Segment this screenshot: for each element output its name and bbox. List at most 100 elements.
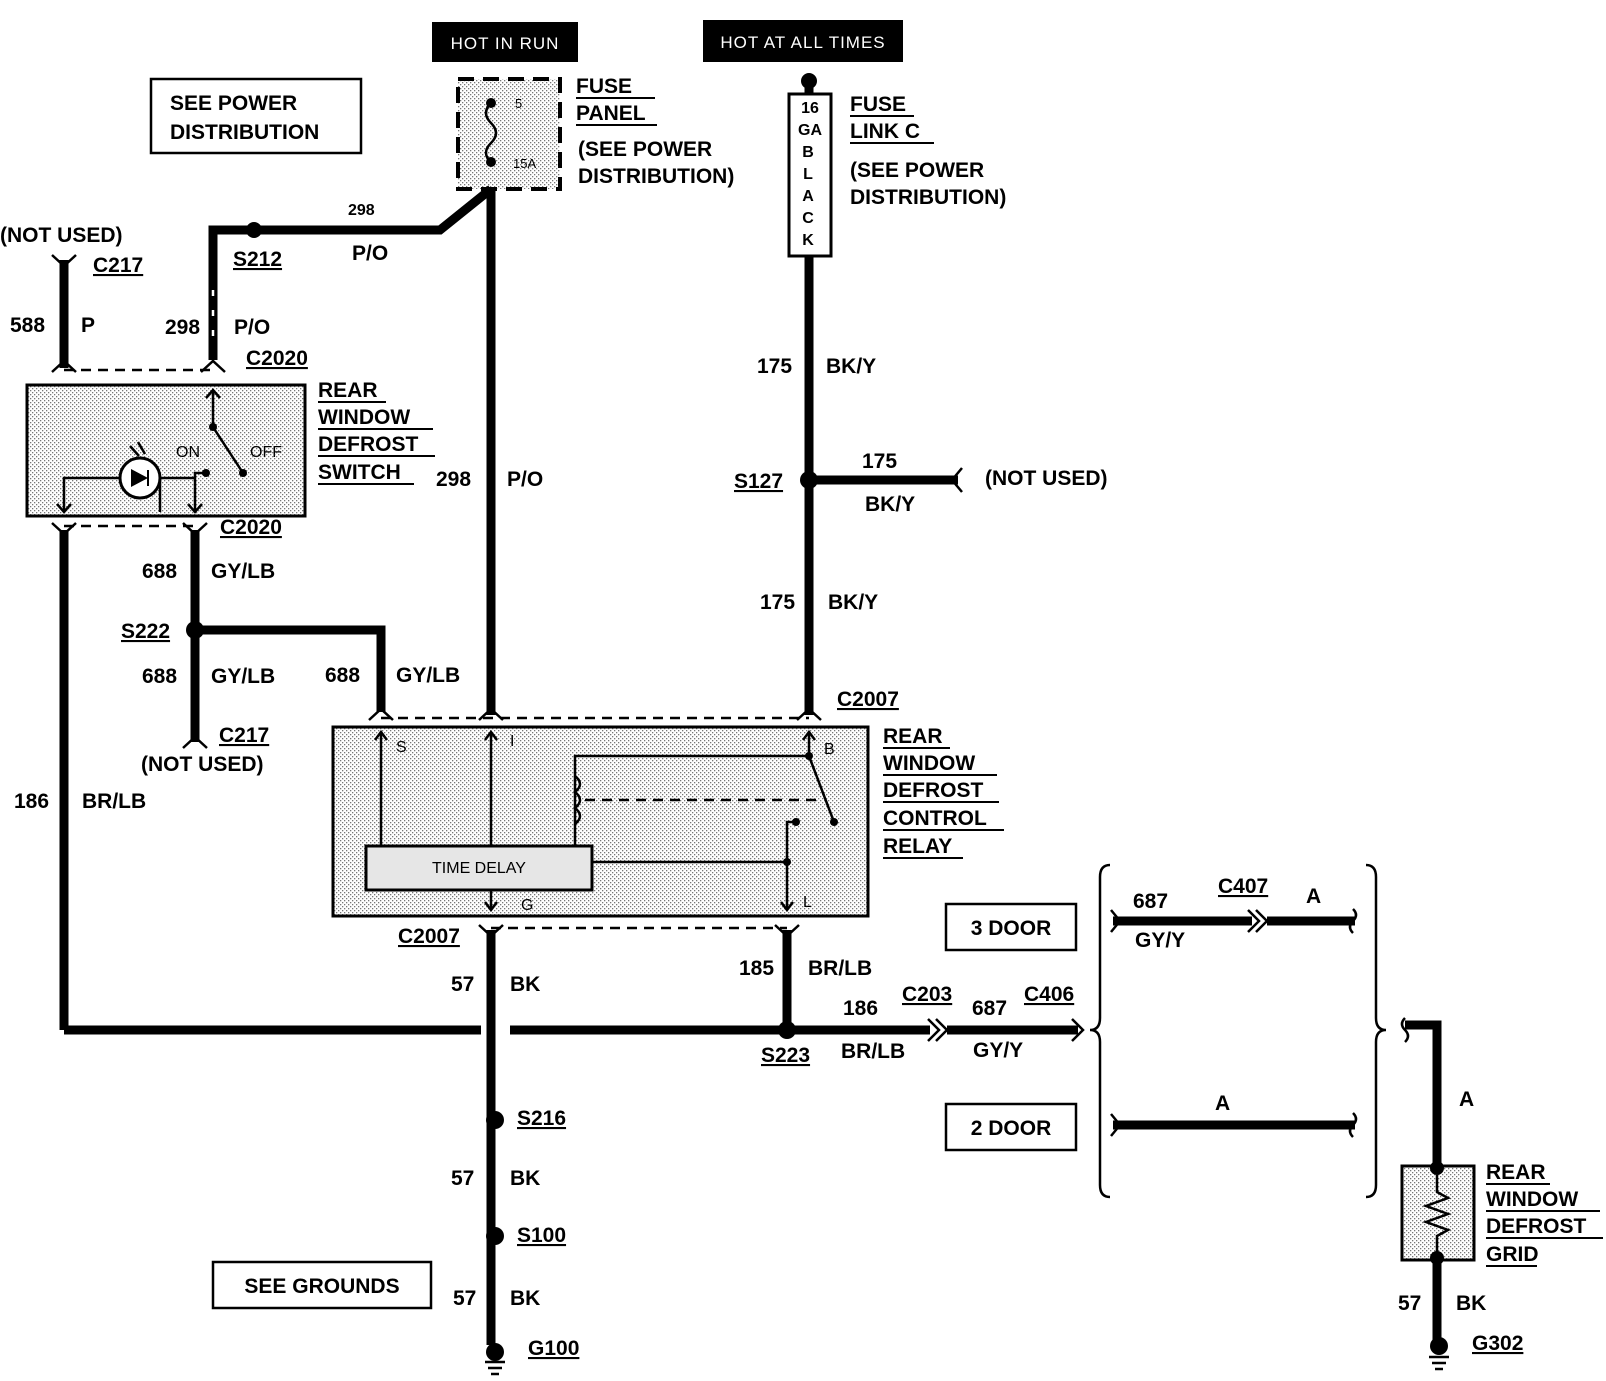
label-po-switch: P/O xyxy=(234,316,270,339)
label-p: P xyxy=(81,314,95,337)
svg-text:DEFROST: DEFROST xyxy=(318,433,419,456)
svg-text:HOT AT ALL TIMES: HOT AT ALL TIMES xyxy=(720,33,885,52)
svg-text:FUSE: FUSE xyxy=(850,93,906,116)
svg-text:SEE GROUNDS: SEE GROUNDS xyxy=(244,1275,399,1298)
wire-57-grid xyxy=(1429,1260,1449,1371)
fuse-panel: 5 15A FUSE PANEL (SEE POWER DISTRIBUTION… xyxy=(456,75,734,191)
svg-text:3 DOOR: 3 DOOR xyxy=(971,917,1052,940)
label-bk-a: BK xyxy=(510,973,540,996)
connector-c407: C407 xyxy=(1218,875,1268,898)
svg-text:REAR: REAR xyxy=(318,379,378,402)
splice-s216: S216 xyxy=(517,1107,566,1130)
label-po-relay: P/O xyxy=(507,468,543,491)
splice-s212: S212 xyxy=(233,248,282,271)
splice-s222: S222 xyxy=(121,620,170,643)
splice-s100: S100 xyxy=(517,1224,566,1247)
hot-in-run-header: HOT IN RUN xyxy=(432,22,578,62)
label-688-relay: 688 xyxy=(325,664,360,687)
svg-text:L: L xyxy=(803,166,813,183)
defrost-grid-title: REAR WINDOW DEFROST GRID xyxy=(1486,1161,1603,1267)
connector-c203: C203 xyxy=(902,983,952,1006)
svg-text:I: I xyxy=(510,733,514,750)
svg-text:DISTRIBUTION): DISTRIBUTION) xyxy=(578,165,734,188)
defrost-control-relay: TIME DELAY S I B G L xyxy=(331,725,870,918)
label-298-top: 298 xyxy=(348,202,375,219)
see-grounds-box: SEE GROUNDS xyxy=(211,1260,433,1310)
label-gyy-c406: GY/Y xyxy=(973,1039,1023,1062)
wire-a-two-door xyxy=(1110,1112,1358,1138)
defrost-grid xyxy=(1400,1161,1476,1265)
wire-a-grid xyxy=(1400,1017,1442,1168)
not-used-c217-bottom: (NOT USED) xyxy=(141,753,264,776)
label-57-c: 57 xyxy=(453,1287,476,1310)
svg-text:GRID: GRID xyxy=(1486,1243,1539,1266)
label-gylb-lower: GY/LB xyxy=(211,665,275,688)
connector-c217-bottom: C217 xyxy=(219,724,269,747)
label-57-b: 57 xyxy=(451,1167,474,1190)
label-bk-b: BK xyxy=(510,1167,540,1190)
label-gylb-upper: GY/LB xyxy=(211,560,275,583)
label-bk-grid: BK xyxy=(1456,1292,1486,1315)
connector-c217-top: C217 xyxy=(93,254,143,277)
label-688-lower: 688 xyxy=(142,665,177,688)
svg-text:DISTRIBUTION: DISTRIBUTION xyxy=(170,121,319,144)
label-gylb-relay: GY/LB xyxy=(396,664,460,687)
door-option-brackets xyxy=(1089,863,1387,1199)
label-57-a: 57 xyxy=(451,973,474,996)
label-57-grid: 57 xyxy=(1398,1292,1421,1315)
label-a-grid: A xyxy=(1459,1088,1474,1111)
wire-688 xyxy=(51,522,394,749)
fuse-link-c: 16 GA B L A C K FUSE LINK C (SEE POWER D… xyxy=(787,73,1006,258)
svg-text:CONTROL: CONTROL xyxy=(883,807,987,830)
splice-s223: S223 xyxy=(761,1044,810,1067)
label-brlb-left: BR/LB xyxy=(82,790,146,813)
label-186-left: 186 xyxy=(14,790,49,813)
svg-text:DISTRIBUTION): DISTRIBUTION) xyxy=(850,186,1006,209)
fuse-link-vertical-text: 16 GA B L A C K xyxy=(798,100,822,249)
label-688-upper: 688 xyxy=(142,560,177,583)
connector-c2007-top: C2007 xyxy=(837,688,899,711)
svg-text:DEFROST: DEFROST xyxy=(883,779,984,802)
svg-text:REAR: REAR xyxy=(1486,1161,1546,1184)
svg-text:(SEE POWER: (SEE POWER xyxy=(850,159,984,182)
wire-57 xyxy=(485,930,505,1376)
svg-text:SWITCH: SWITCH xyxy=(318,461,401,484)
wire-175 xyxy=(796,256,963,721)
svg-text:K: K xyxy=(802,232,814,249)
ground-g100: G100 xyxy=(528,1337,579,1360)
svg-text:RELAY: RELAY xyxy=(883,835,952,858)
see-power-distribution-box: SEE POWER DISTRIBUTION xyxy=(149,77,363,155)
label-298-relay: 298 xyxy=(436,468,471,491)
svg-text:LINK C: LINK C xyxy=(850,120,920,143)
connector-c2007-bottom: C2007 xyxy=(398,925,460,948)
hot-at-all-times-header: HOT AT ALL TIMES xyxy=(703,20,903,62)
label-687-c407: 687 xyxy=(1133,890,1168,913)
svg-text:PANEL: PANEL xyxy=(576,102,646,125)
svg-text:FUSE: FUSE xyxy=(576,75,632,98)
label-a-two-door: A xyxy=(1215,1092,1230,1115)
svg-text:(SEE POWER: (SEE POWER xyxy=(578,138,712,161)
svg-text:B: B xyxy=(824,741,835,758)
label-a-three-door: A xyxy=(1306,885,1321,908)
svg-text:A: A xyxy=(802,188,814,205)
connector-c2007-top-pin xyxy=(478,707,504,721)
svg-text:S: S xyxy=(396,739,407,756)
label-298-switch: 298 xyxy=(165,316,200,339)
label-po-top: P/O xyxy=(352,242,388,265)
label-175-branch: 175 xyxy=(862,450,897,473)
label-gyy-c407: GY/Y xyxy=(1135,929,1185,952)
svg-text:2 DOOR: 2 DOOR xyxy=(971,1117,1052,1140)
svg-text:DEFROST: DEFROST xyxy=(1486,1215,1587,1238)
svg-text:C: C xyxy=(802,210,814,227)
defrost-control-relay-title: REAR WINDOW DEFROST CONTROL RELAY xyxy=(883,725,1004,859)
svg-text:GA: GA xyxy=(798,122,822,139)
label-186-right: 186 xyxy=(843,997,878,1020)
svg-text:5: 5 xyxy=(515,96,522,111)
svg-text:HOT IN RUN: HOT IN RUN xyxy=(451,34,560,53)
three-door-box: 3 DOOR xyxy=(944,902,1078,952)
svg-text:WINDOW: WINDOW xyxy=(883,752,975,775)
svg-text:WINDOW: WINDOW xyxy=(318,406,410,429)
label-175-lower: 175 xyxy=(760,591,795,614)
svg-text:TIME DELAY: TIME DELAY xyxy=(432,860,526,877)
